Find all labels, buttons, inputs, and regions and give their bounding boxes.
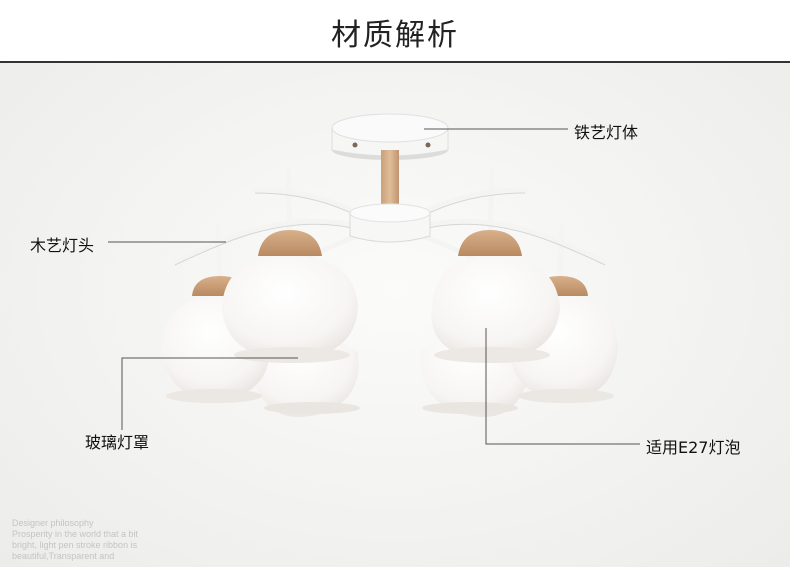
title-divider [0,61,790,63]
designer-watermark: Designer philosophy Prosperity in the wo… [12,518,212,562]
callout-wood-head: 木艺灯头 [30,236,95,255]
callout-lines [108,128,640,445]
watermark-line: beautiful,Transparent and [12,551,115,561]
canopy [331,113,449,160]
callout-bulb: 适用E27灯泡 [646,438,741,457]
callout-iron-body: 铁艺灯体 [574,123,639,142]
lamp-front-right [431,230,560,363]
watermark-line: Designer philosophy [12,518,94,528]
callout-glass-shade: 玻璃灯罩 [85,433,150,452]
watermark-line: bright, light pen stroke ribbon is [12,540,138,550]
header: 材质解析 [0,0,790,62]
wood-stem [381,150,399,208]
watermark-line: Prosperity in the world that a bit [12,529,139,539]
lamp-front-left [222,230,358,363]
page-title: 材质解析 [331,18,459,53]
hub [349,203,431,223]
